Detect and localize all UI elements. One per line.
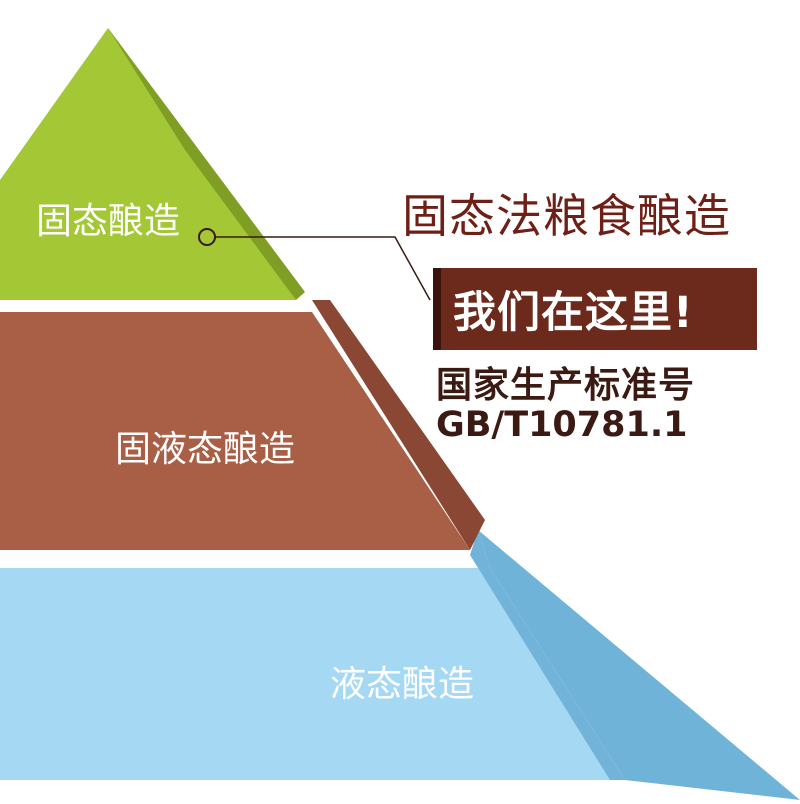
- standard-code: GB/T10781.1: [436, 405, 688, 445]
- pyramid-bottom-side: [478, 530, 800, 800]
- pyramid-middle-side: [312, 300, 485, 550]
- bottom-layer-label: 液态酿造: [330, 664, 475, 705]
- pyramid-bottom-layer: [0, 568, 625, 780]
- leader-dot: [198, 228, 216, 246]
- callout-headline: 固态法粮食酿造: [402, 189, 731, 243]
- pyramid-top-layer: [0, 28, 296, 300]
- pyramid-bottom-edge: [470, 530, 625, 780]
- middle-layer-label: 固液态酿造: [115, 429, 296, 470]
- top-layer-label: 固态酿造: [36, 201, 181, 242]
- pyramid-middle-layer: [0, 312, 470, 550]
- pyramid-top-side: [108, 28, 305, 300]
- standard-name: 国家生产标准号: [436, 365, 696, 406]
- callout-banner-text: 我们在这里!: [453, 288, 694, 338]
- callout-banner: 我们在这里!: [433, 268, 757, 350]
- leader-line: [215, 236, 431, 301]
